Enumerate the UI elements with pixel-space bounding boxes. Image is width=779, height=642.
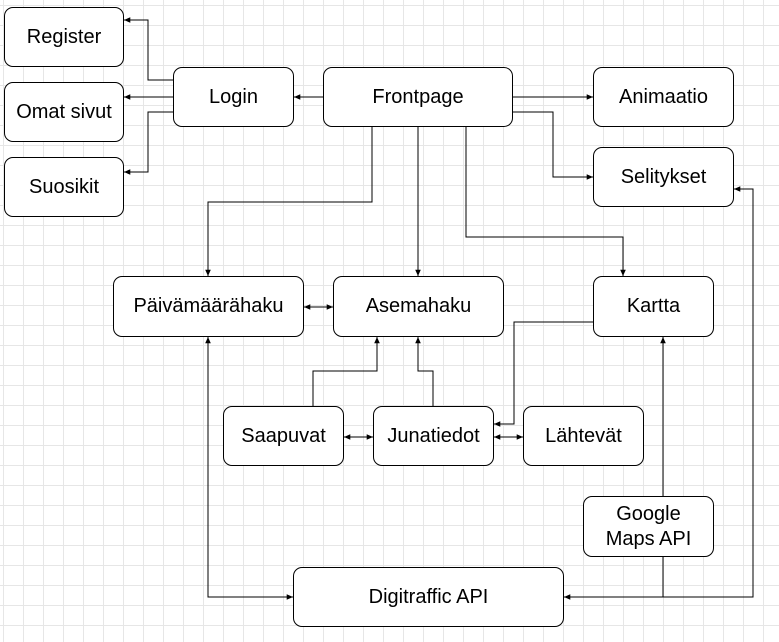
- node-paivamaarahaku-label: Päivämäärähaku: [133, 295, 284, 317]
- node-kartta-label: Kartta: [626, 295, 681, 317]
- node-suosikit: Suosikit: [4, 157, 124, 217]
- node-digitraffic-api: Digitraffic API: [293, 567, 564, 627]
- node-saapuvat: Saapuvat: [223, 406, 344, 466]
- node-suosikit-label: Suosikit: [28, 175, 100, 198]
- edge-paivamaarahaku-digitraffic: [205, 337, 293, 600]
- edge-frontpage-paivamaarahaku: [205, 127, 373, 276]
- node-register-label: Register: [26, 25, 102, 48]
- edge-kartta-junatiedot: [494, 321, 593, 427]
- node-animaatio: Animaatio: [593, 67, 734, 127]
- node-junatiedot-label: Junatiedot: [387, 424, 480, 447]
- edge-login-suosikit: [124, 111, 173, 175]
- node-frontpage: Frontpage: [323, 67, 513, 127]
- edge-saapuvat-asemahaku: [312, 337, 380, 406]
- edge-junatiedot-asemahaku: [415, 337, 434, 406]
- node-selitykset-label: Selitykset: [620, 165, 707, 188]
- edge-login-register: [124, 17, 173, 81]
- node-google-maps-api-label-line2: Maps API: [605, 527, 692, 550]
- node-login: Login: [173, 67, 294, 127]
- node-asemahaku: Asemahaku: [333, 276, 504, 337]
- node-google-maps-api: Google Maps API: [583, 496, 714, 557]
- node-frontpage-label: Frontpage: [372, 85, 464, 108]
- node-login-label: Login: [209, 85, 258, 108]
- node-register: Register: [4, 7, 124, 67]
- node-omat-sivut: Omat sivut: [4, 82, 124, 142]
- edge-frontpage-kartta: [465, 127, 626, 276]
- node-kartta: Kartta: [593, 276, 714, 337]
- node-omat-sivut-label: Omat sivut: [16, 100, 112, 123]
- node-lahtevat: Lähtevät: [523, 406, 644, 466]
- node-google-maps-api-label-line1: Google: [616, 502, 681, 525]
- edge-google-digitraffic: [564, 557, 664, 600]
- node-paivamaarahaku: Päivämäärähaku: [113, 276, 304, 337]
- node-selitykset: Selitykset: [593, 147, 734, 207]
- node-junatiedot: Junatiedot: [373, 406, 494, 466]
- edge-google-selitykset: [663, 186, 754, 598]
- node-saapuvat-label: Saapuvat: [241, 424, 326, 447]
- node-lahtevat-label: Lähtevät: [545, 424, 622, 447]
- node-digitraffic-api-label: Digitraffic API: [368, 585, 489, 608]
- node-animaatio-label: Animaatio: [619, 85, 708, 108]
- edge-frontpage-selitykset: [513, 111, 593, 180]
- node-asemahaku-label: Asemahaku: [365, 295, 472, 317]
